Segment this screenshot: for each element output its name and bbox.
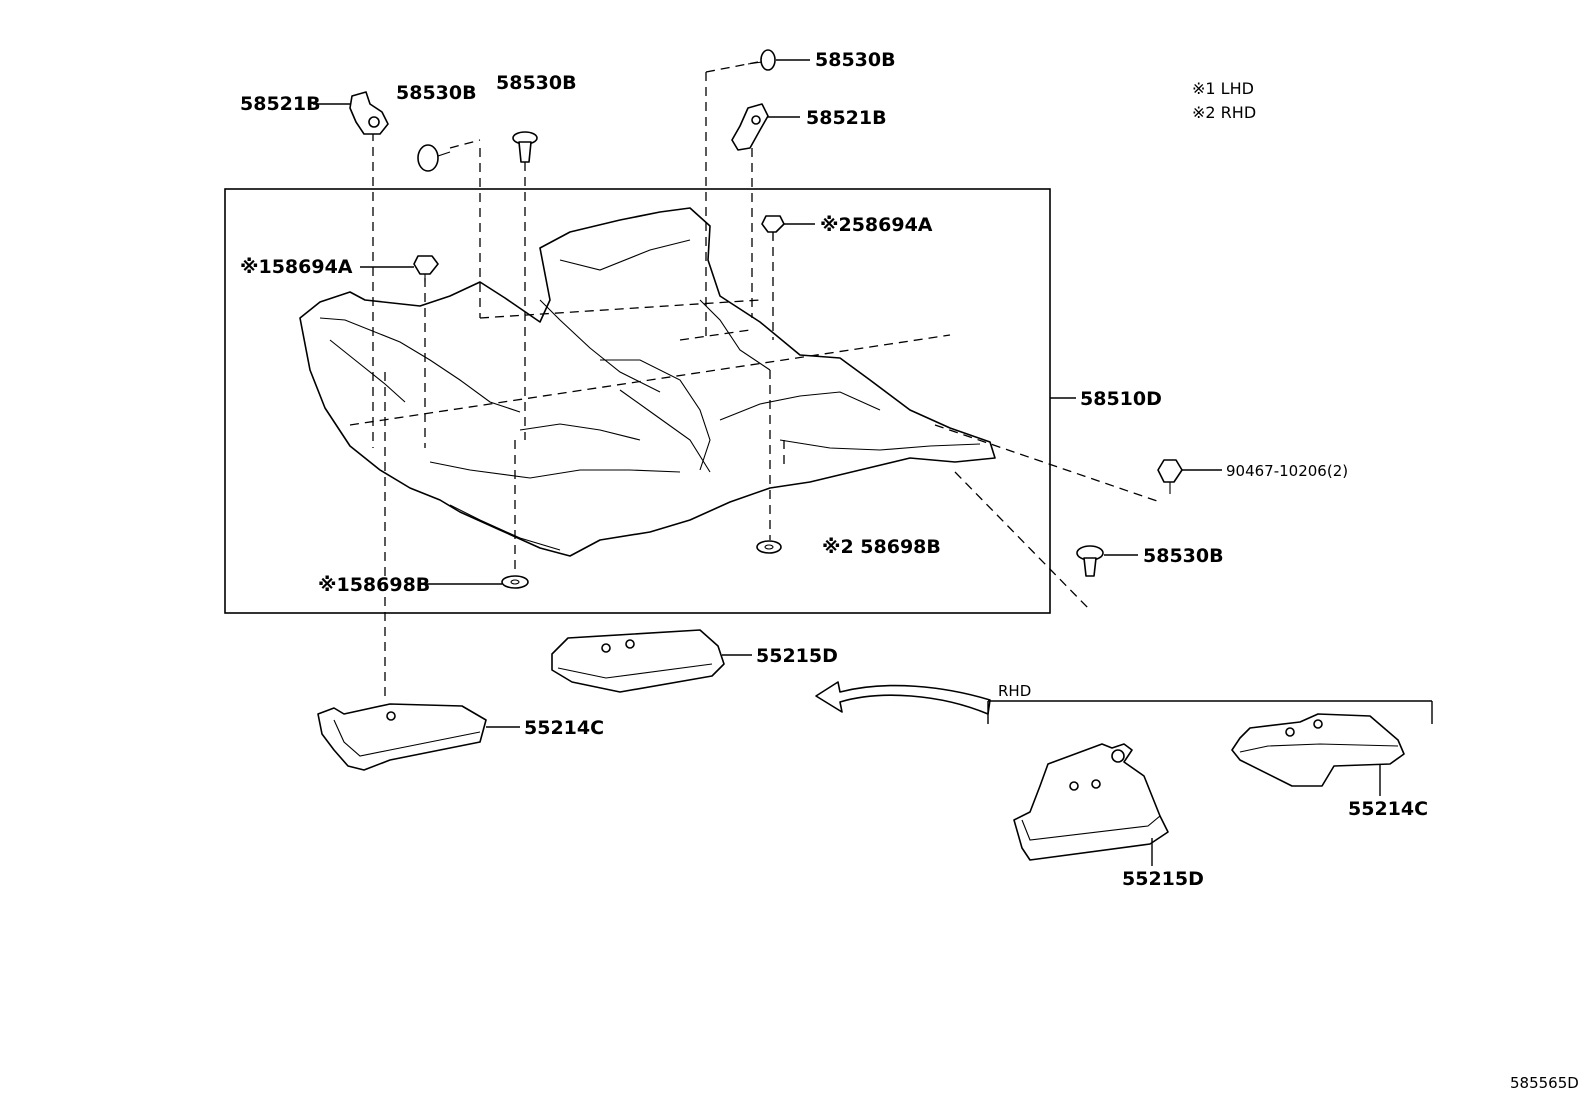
label-55215d-main: 55215D	[756, 645, 838, 667]
rivet-58530b-a[interactable]	[417, 144, 451, 172]
label-58694a-rhd: ※258694A	[820, 214, 933, 236]
label-58530b-b: 58530B	[496, 72, 577, 94]
swap-arrow-icon	[815, 681, 991, 715]
label-58698b-lhd: ※158698B	[318, 574, 430, 596]
label-58521b-left: 58521B	[240, 93, 321, 115]
label-55214c-main: 55214C	[524, 717, 604, 739]
note-rhd: ※2 RHD	[1192, 103, 1256, 122]
heel-pad-55215d-main[interactable]	[551, 629, 725, 693]
clip-58521b-left[interactable]	[349, 91, 389, 135]
label-58521b-right: 58521B	[806, 107, 887, 129]
label-rhd-group: RHD	[998, 682, 1031, 700]
clip-90467-10206[interactable]	[1157, 459, 1183, 494]
rivet-58530b-top[interactable]	[747, 49, 776, 71]
floor-carpet-58510d[interactable]	[299, 207, 996, 557]
clip-58694a-rhd[interactable]	[761, 215, 785, 240]
rivet-58530b-b[interactable]	[512, 131, 538, 163]
assembly-guide-lines	[349, 61, 1161, 700]
label-55215d-rhd: 55215D	[1122, 868, 1204, 890]
heel-pad-55215d-rhd[interactable]	[1013, 743, 1169, 861]
label-58698b-rhd: ※2 58698B	[822, 536, 941, 558]
label-90467-10206: 90467-10206(2)	[1226, 462, 1348, 480]
rivet-58530b-right[interactable]	[1076, 545, 1104, 577]
diagram-id: 585565D	[1510, 1074, 1579, 1092]
washer-58698b-lhd[interactable]	[501, 575, 529, 589]
label-58510d: 58510D	[1080, 388, 1162, 410]
note-lhd: ※1 LHD	[1192, 79, 1254, 98]
label-58530b-top: 58530B	[815, 49, 896, 71]
label-58694a-lhd: ※158694A	[240, 256, 353, 278]
washer-58698b-rhd[interactable]	[756, 540, 782, 554]
clip-58521b-right[interactable]	[731, 103, 769, 151]
label-55214c-rhd: 55214C	[1348, 798, 1428, 820]
assembly-frame	[224, 188, 1051, 614]
clip-58694a-lhd[interactable]	[413, 255, 439, 282]
rhd-bracket	[987, 700, 1433, 724]
label-58530b-right: 58530B	[1143, 545, 1224, 567]
foot-rest-55214c-main[interactable]	[317, 703, 487, 771]
foot-rest-55214c-rhd[interactable]	[1231, 713, 1405, 787]
label-58530b-a: 58530B	[396, 82, 477, 104]
